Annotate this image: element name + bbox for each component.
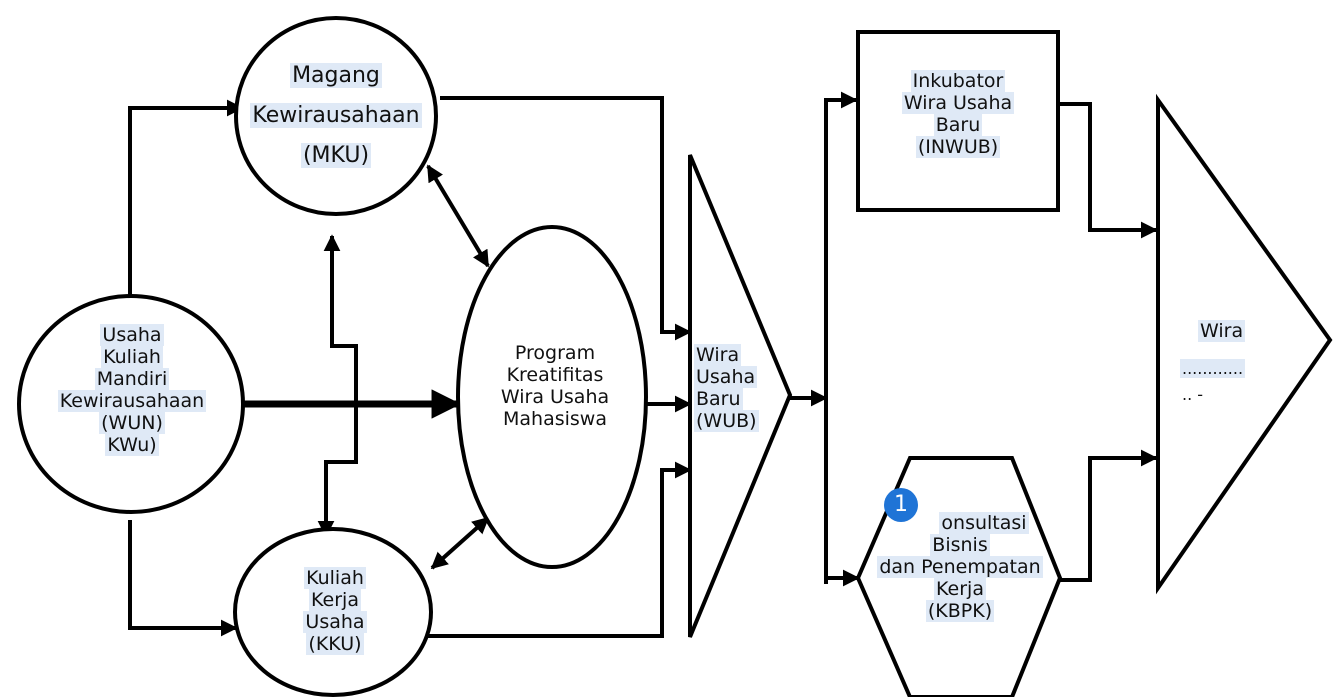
kku-line-3: Usaha [303, 611, 367, 633]
wub-line-1: Wira [694, 344, 742, 366]
kbpk-line-2: Bisnis [930, 534, 990, 556]
pkm-line-3: Wira Usaha [500, 386, 610, 408]
edge-branch-inwub [824, 91, 858, 584]
edge-wun-kku [128, 520, 238, 637]
label-wira: Wira ............ .. - [1180, 320, 1276, 406]
edge-kku-pkm [430, 516, 490, 570]
wun-line-3: Mandiri [94, 368, 170, 390]
edge-mku-wub [440, 96, 692, 341]
pkm-line-1: Program [514, 342, 596, 364]
inwub-line-4: (INWUB) [915, 136, 1001, 158]
label-pkm: Program Kreatifitas Wira Usaha Mahasiswa [480, 342, 630, 430]
mku-line-3: (MKU) [300, 143, 372, 168]
wira-line-3: .. - [1182, 385, 1204, 404]
kbpk-line-1: onsultasi [939, 512, 1029, 534]
kbpk-line-5: (KBPK) [925, 600, 995, 622]
inwub-line-2: Wira Usaha [901, 92, 1015, 114]
edge-mku-pkm [426, 164, 490, 268]
inwub-line-1: Inkubator [910, 70, 1006, 92]
wun-line-2: Kuliah [101, 346, 163, 368]
edge-inwub-wira [1058, 102, 1158, 239]
mku-line-1: Magang [290, 63, 382, 88]
kku-line-4: (KKU) [306, 633, 364, 655]
wub-line-2: Usaha [694, 366, 758, 388]
connectors [128, 91, 1158, 638]
inwub-line-3: Baru [933, 114, 983, 136]
kbpk-line-4: Kerja [934, 578, 986, 600]
wun-line-5: (WUN) [99, 412, 165, 434]
label-wub: Wira Usaha Baru (WUB) [694, 344, 774, 432]
label-mku: Magang Kewirausahaan (MKU) [240, 56, 432, 176]
wira-line-1: Wira [1198, 320, 1246, 342]
node-wira-triangle [1156, 93, 1333, 595]
wun-line-6: KWu) [105, 434, 159, 456]
kbpk-line-3: dan Penempatan [877, 556, 1043, 578]
label-wun: Usaha Kuliah Mandiri Kewirausahaan (WUN)… [42, 324, 222, 456]
label-kku: Kuliah Kerja Usaha (KKU) [275, 567, 395, 655]
mku-line-2: Kewirausahaan [250, 103, 422, 128]
wun-line-1: Usaha [100, 324, 164, 346]
wira-line-2: ............ [1180, 359, 1246, 378]
label-inwub: Inkubator Wira Usaha Baru (INWUB) [868, 70, 1048, 158]
edge-wun-mku [128, 99, 244, 300]
pkm-line-2: Kreatifitas [506, 364, 604, 386]
wub-line-4: (WUB) [694, 410, 759, 432]
edge-kku-wub [428, 461, 692, 638]
edge-kbpk-wira [1060, 449, 1158, 582]
pkm-line-4: Mahasiswa [503, 408, 607, 430]
annotation-badge[interactable]: 1 [884, 488, 918, 522]
node-pkm-ellipse [456, 225, 648, 569]
wun-line-4: Kewirausahaan [57, 390, 207, 412]
kku-line-2: Kerja [309, 589, 361, 611]
edge-mku-kku [317, 234, 358, 538]
kku-line-1: Kuliah [304, 567, 366, 589]
wub-line-3: Baru [694, 388, 743, 410]
label-kbpk: onsultasi Bisnis dan Penempatan Kerja (K… [862, 512, 1058, 622]
